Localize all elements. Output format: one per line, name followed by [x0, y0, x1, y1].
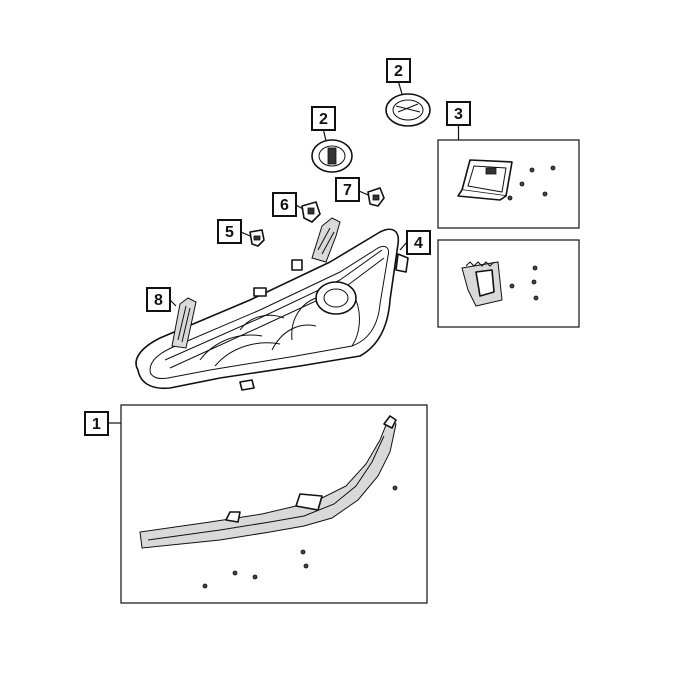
bulb-part-6	[301, 201, 321, 223]
screw-icon	[529, 167, 535, 173]
screw-icon	[532, 265, 538, 271]
callout-label: 2	[319, 111, 328, 128]
screw-icon	[509, 283, 515, 289]
callout-1: 1	[84, 411, 121, 436]
callout-label: 8	[154, 292, 163, 309]
trim-strip-part-1	[139, 415, 397, 549]
mounting-bracket-part-4	[461, 261, 503, 307]
callout-label: 1	[92, 416, 101, 433]
screw-icon	[531, 279, 537, 285]
callout-5: 5	[217, 219, 251, 244]
callout-label: 2	[394, 63, 403, 80]
callout-3: 3	[446, 101, 471, 140]
screw-icon	[519, 181, 525, 187]
callout-label: 6	[280, 197, 289, 214]
screw-icon	[232, 570, 238, 576]
seal-part-2-lower	[311, 139, 353, 173]
callout-2-lower: 2	[311, 106, 336, 142]
callout-label: 7	[343, 182, 352, 199]
frame-part-4	[437, 239, 580, 328]
frame-part-3	[437, 139, 580, 229]
callout-7: 7	[335, 177, 369, 202]
screw-icon	[550, 165, 556, 171]
headlamp-assembly	[135, 217, 409, 391]
screw-icon	[507, 195, 513, 201]
control-module-part-3	[457, 159, 513, 201]
bulb-part-5	[249, 229, 265, 247]
screw-icon	[202, 583, 208, 589]
callout-2-upper: 2	[386, 58, 411, 95]
callout-4: 4	[399, 230, 431, 255]
callout-label: 5	[225, 224, 234, 241]
seal-part-2-upper	[385, 93, 431, 127]
callout-label: 3	[454, 106, 463, 123]
callout-6: 6	[272, 192, 304, 217]
bracket-part-8	[171, 297, 197, 349]
screw-icon	[303, 563, 309, 569]
screw-icon	[252, 574, 258, 580]
screw-icon	[300, 549, 306, 555]
screw-icon	[542, 191, 548, 197]
screw-icon	[392, 485, 398, 491]
callout-8: 8	[146, 287, 177, 312]
callout-label: 4	[414, 235, 423, 252]
screw-icon	[533, 295, 539, 301]
frame-part-1	[120, 404, 428, 604]
bulb-part-7	[367, 187, 385, 207]
